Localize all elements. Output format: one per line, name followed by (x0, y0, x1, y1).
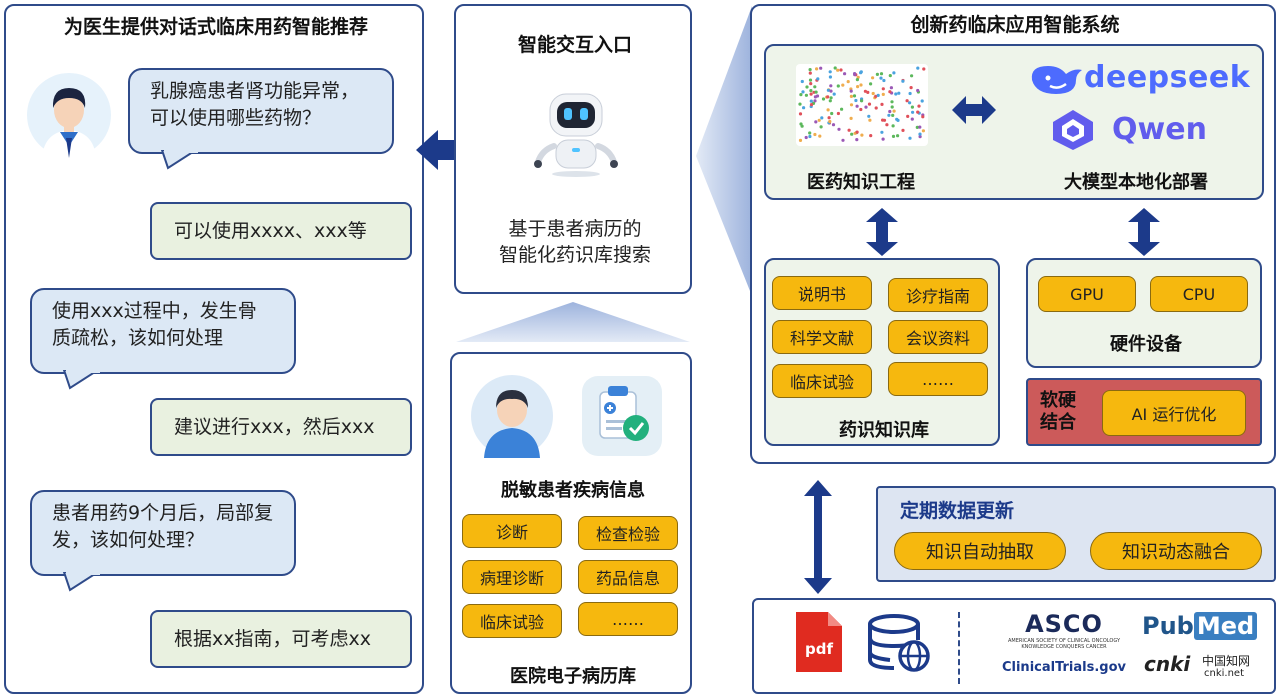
system-title: 创新药临床应用智能系统 (910, 14, 1120, 36)
emr-panel: 脱敏患者疾病信息 诊断 检查检验 病理诊断 药品信息 临床试验 …… 医院电子病… (450, 352, 692, 694)
question-text-3: 患者用药9个月后，局部复发，该如何处理？ (52, 502, 274, 551)
emr-tag-more: …… (578, 602, 678, 636)
qwen-logo-icon (1053, 110, 1093, 150)
kb-tag-conference: 会议资料 (888, 320, 988, 354)
update-title: 定期数据更新 (900, 500, 1015, 522)
sw-hw-integration-box: 软硬 结合 AI 运行优化 (1026, 378, 1262, 446)
answer-bubble-2: 建议进行xxx，然后xxx (150, 398, 412, 456)
answer-text-1: 可以使用xxxx、xxx等 (174, 219, 367, 242)
hardware-box: GPU CPU 硬件设备 (1026, 258, 1262, 368)
knowledge-eng-label: 医药知识工程 (807, 172, 915, 193)
question-bubble-2: 使用xxx过程中，发生骨质疏松，该如何处理 (30, 288, 296, 374)
doctor-avatar (26, 72, 112, 158)
update-tag-fusion: 知识动态融合 (1090, 532, 1262, 570)
hw-vertical-arrow-icon (1128, 208, 1160, 256)
hw-label: 硬件设备 (1110, 334, 1182, 355)
sources-divider (958, 612, 960, 684)
smart-entry-panel: 智能交互入口 基于患者病历的 智能化药识库搜索 (454, 4, 692, 294)
question-bubble-1: 乳腺癌患者肾功能异常，可以使用哪些药物？ (128, 68, 394, 154)
emr-footer: 医院电子病历库 (510, 666, 636, 687)
sw-hw-label-line2: 结合 (1040, 412, 1076, 433)
asco-logo-sub1: AMERICAN SOCIETY OF CLINICAL ONCOLOGY (1008, 638, 1120, 644)
smart-entry-title: 智能交互入口 (517, 34, 632, 56)
kb-tag-guideline: 诊疗指南 (888, 278, 988, 312)
answer-text-2: 建议进行xxx，然后xxx (174, 415, 375, 438)
cnki-logo-text: cnki (1144, 652, 1191, 676)
smart-entry-desc: 基于患者病历的 智能化药识库搜索 (456, 216, 694, 268)
cnki-logo: cnki 中国知网 cnki.net (1144, 652, 1264, 686)
asco-logo-sub2: KNOWLEDGE CONQUERS CANCER (1021, 644, 1107, 650)
bubble-tail-3 (62, 572, 100, 592)
sw-hw-label: 软硬 结合 (1040, 390, 1076, 434)
connector-triangle-icon (696, 6, 752, 296)
medical-record-icon (582, 376, 662, 456)
update-tag-extract: 知识自动抽取 (894, 532, 1066, 570)
bubble-tail-2 (62, 370, 100, 390)
cnki-logo-cn: 中国知网 (1202, 654, 1251, 668)
kb-tag-clinical-trial: 临床试验 (772, 364, 872, 398)
clinicaltrials-logo: ClinicalTrials.gov (1001, 660, 1127, 675)
database-globe-icon (868, 614, 930, 672)
sw-hw-label-line1: 软硬 (1040, 390, 1076, 411)
kb-vertical-arrow-icon (866, 208, 898, 256)
doctor-dialog-title: 为医生提供对话式临床用药智能推荐 (63, 16, 368, 38)
bubble-tail-1 (160, 150, 198, 170)
left-arrow-icon (416, 130, 462, 170)
patient-info-label: 脱敏患者疾病信息 (501, 480, 645, 501)
answer-text-3: 根据xx指南，可考虑xx (174, 627, 371, 650)
kb-tag-manual: 说明书 (772, 276, 872, 310)
ai-optimization-tag: AI 运行优化 (1102, 390, 1246, 436)
qwen-logo-text: Qwen (1112, 112, 1207, 147)
asco-logo: ASCO (1025, 610, 1103, 638)
knowledge-graph-icon (796, 64, 928, 146)
innovation-system-panel: 创新药临床应用智能系统 deepseek Qwen 医药知识工程 大模型本地化部… (750, 4, 1276, 464)
sources-vertical-arrow-icon (804, 480, 832, 594)
deepseek-logo-text: deepseek (1084, 60, 1251, 95)
smart-entry-desc-line1: 基于患者病历的 (508, 218, 642, 240)
answer-bubble-1: 可以使用xxxx、xxx等 (150, 202, 412, 260)
answer-bubble-3: 根据xx指南，可考虑xx (150, 610, 412, 668)
kb-tag-more: …… (888, 362, 988, 396)
llm-deploy-label: 大模型本地化部署 (1064, 172, 1208, 193)
pdf-label: pdf (804, 640, 833, 658)
emr-tag-exam: 检查检验 (578, 516, 678, 550)
hw-tag-cpu: CPU (1150, 276, 1248, 312)
robot-icon (534, 93, 618, 177)
kb-tag-literature: 科学文献 (772, 320, 872, 354)
drug-knowledge-base-box: 说明书 诊疗指南 科学文献 会议资料 临床试验 …… 药识知识库 (764, 258, 1000, 446)
smart-entry-desc-line2: 智能化药识库搜索 (498, 244, 651, 266)
doctor-dialog-panel: 为医生提供对话式临床用药智能推荐 乳腺癌患者肾功能异常，可以使用哪些药物？ 可以… (4, 4, 424, 694)
emr-tag-diagnosis: 诊断 (462, 514, 562, 548)
hw-tag-gpu: GPU (1038, 276, 1136, 312)
emr-tag-drug-info: 药品信息 (578, 560, 678, 594)
patient-avatar-icon (471, 375, 553, 458)
pubmed-logo-med: Med (1193, 612, 1258, 640)
question-text-1: 乳腺癌患者肾功能异常，可以使用哪些药物？ (150, 80, 360, 129)
kb-label: 药识知识库 (839, 420, 929, 441)
double-arrow-icon (952, 96, 996, 124)
question-bubble-3: 患者用药9个月后，局部复发，该如何处理？ (30, 490, 296, 576)
doctor-avatar-icon (27, 73, 111, 158)
data-sources-panel: pdf ASCO AMERICAN SOCIETY OF CLINICAL ON… (752, 598, 1276, 694)
upward-triangle-icon (456, 302, 690, 342)
pubmed-logo-pub: Pub (1142, 612, 1194, 640)
deepseek-logo-icon (1031, 66, 1082, 94)
cnki-logo-url: cnki.net (1204, 668, 1244, 679)
emr-tag-pathology: 病理诊断 (462, 560, 562, 594)
pdf-file-icon (796, 612, 842, 672)
periodic-update-panel: 定期数据更新 知识自动抽取 知识动态融合 (876, 486, 1276, 582)
emr-tag-clinical-trial: 临床试验 (462, 604, 562, 638)
question-text-2: 使用xxx过程中，发生骨质疏松，该如何处理 (52, 300, 257, 349)
ai-core-box: deepseek Qwen 医药知识工程 大模型本地化部署 (764, 44, 1264, 200)
